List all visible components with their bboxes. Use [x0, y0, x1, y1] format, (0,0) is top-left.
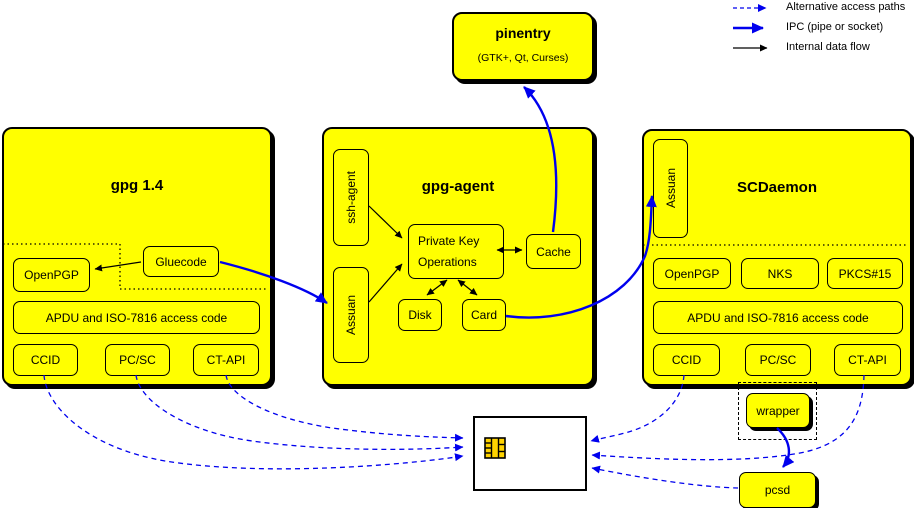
wrapper-box: wrapper [746, 393, 810, 428]
alt-gpg14-ccid-to-card [43, 374, 464, 470]
agent-private-key-ops-box: Private Key Operations [408, 224, 504, 279]
scd-ccid-box: CCID [653, 344, 720, 376]
alt-scd-ctapi-to-card [591, 374, 865, 461]
legend-alt-label: Alternative access paths [786, 1, 906, 13]
pinentry-title: pinentry [495, 25, 551, 41]
gpg-agent-title: gpg-agent [421, 178, 495, 195]
agent-ssh-agent-box: ssh-agent [333, 149, 369, 246]
scdaemon-title: SCDaemon [736, 179, 818, 196]
agent-card-box: Card [462, 299, 506, 331]
scd-ctapi-box: CT-API [834, 344, 901, 376]
agent-pko-line2: Operations [418, 255, 477, 269]
gpg14-title: gpg 1.4 [110, 177, 164, 194]
agent-ssh-agent-label: ssh-agent [344, 171, 358, 224]
pinentry-box: pinentry (GTK+, Qt, Curses) [452, 12, 594, 81]
gpg14-apdu-box: APDU and ISO-7816 access code [13, 301, 260, 334]
alt-gpg14-pcsc-to-card [135, 374, 464, 452]
scd-pkcs15-box: PKCS#15 [827, 258, 903, 289]
gpg14-gluecode-box: Gluecode [143, 246, 219, 277]
gpg14-pcsc-box: PC/SC [105, 344, 170, 376]
gpg14-ccid-box: CCID [13, 344, 78, 376]
legend-internal-label: Internal data flow [786, 41, 870, 53]
legend-ipc-label: IPC (pipe or socket) [786, 21, 884, 33]
scd-nks-box: NKS [741, 258, 819, 289]
scd-assuan-label: Assuan [663, 168, 678, 209]
smartcard-chip-icon [484, 437, 506, 464]
agent-disk-box: Disk [398, 299, 442, 331]
pcsd-box: pcsd [739, 472, 816, 508]
gpg14-openpgp-box: OpenPGP [13, 258, 90, 292]
agent-assuan-label: Assuan [344, 294, 358, 336]
scd-openpgp-box: OpenPGP [653, 258, 731, 289]
agent-pko-line1: Private Key [418, 234, 480, 248]
smartcard-reader [473, 416, 587, 491]
scd-apdu-box: APDU and ISO-7816 access code [653, 301, 903, 334]
scd-assuan-box: Assuan [653, 139, 688, 238]
scd-pcsc-box: PC/SC [745, 344, 811, 376]
agent-assuan-box: Assuan [333, 267, 369, 363]
agent-cache-box: Cache [526, 234, 581, 269]
alt-pcsd-to-card [591, 465, 739, 489]
gpg14-ctapi-box: CT-API [193, 344, 259, 376]
pinentry-subtitle: (GTK+, Qt, Curses) [477, 52, 569, 64]
